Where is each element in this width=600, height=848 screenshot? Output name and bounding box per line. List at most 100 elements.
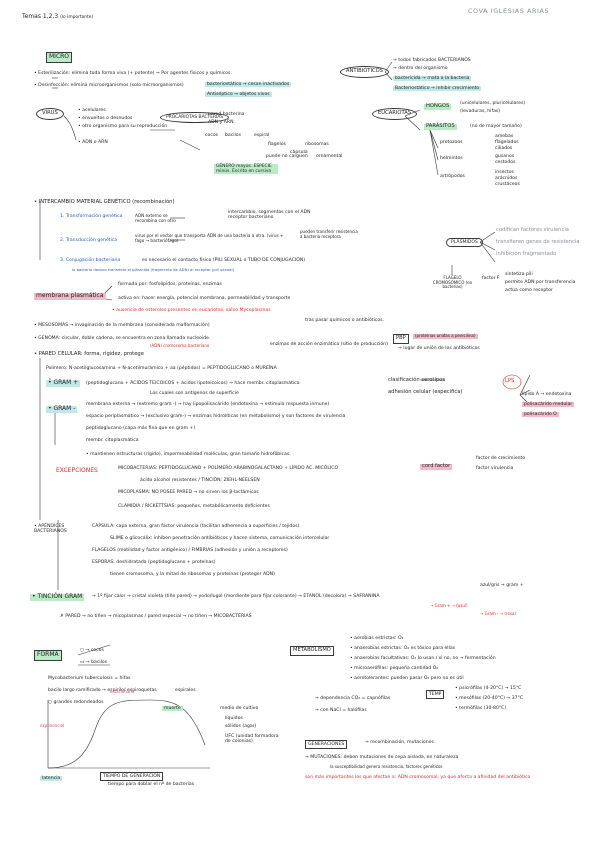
tiempo-generacion-label: TIEMPO DE GENERACIÓN xyxy=(100,772,164,782)
metabolismo-label: METABOLISMO xyxy=(290,646,334,656)
transduccion-result: pueden transferir resistencia a bacteria… xyxy=(300,229,358,239)
generaciones-susceptibilidad: la susceptibilidad genera resistencia, f… xyxy=(330,764,443,769)
generaciones-importantes: son más importantes los que afectan a: A… xyxy=(305,775,531,780)
transformacion-label: 1. Transformación genética xyxy=(60,214,123,219)
curva-estacionaria: estacionaria xyxy=(110,689,135,694)
author-name: COVA IGLESIAS ARIAS xyxy=(468,7,550,15)
page-title: Temas 1,2,3 (lo importante) xyxy=(22,13,94,21)
genoma-text: • GENOMA: circular, doble cadena, se enc… xyxy=(34,336,211,341)
temp-psicrofilas: • psicrófilas (4-20°C) → 15°C xyxy=(455,686,522,691)
metabolismo-anaerobias: • anaerobias estrictas: O₂ es tóxico par… xyxy=(350,646,456,651)
ribosomas-text: ribosomas xyxy=(305,142,329,147)
gram-positive-antigen: Los cuales son antígenos de superficie xyxy=(150,391,239,396)
forma-espirilos: bacilo largo ramificado → espirilo/ espi… xyxy=(48,688,157,693)
polimero-text: Polímero: N-acetilglucosamina + N-acetil… xyxy=(46,366,277,371)
espiral-text: espiral xyxy=(254,133,270,138)
tincion-steps: → 1º fijar calor → cristal violeta (tiñe… xyxy=(92,594,380,599)
metabolismo-co2: → dependencia CO₂ = capnófilas xyxy=(315,696,391,701)
slime-desc: SLIME o glicocálix: inhiben penetración … xyxy=(110,536,330,541)
forma-grandes: ○ grandes redondeados xyxy=(48,700,104,705)
micro-title: MICRO xyxy=(46,52,73,63)
curva-latencia: latencia xyxy=(40,776,63,782)
membrana-activa: activa en: hacer energía, potencial memb… xyxy=(118,296,291,301)
antibioticos-label: ANTIBIÓTICOS xyxy=(340,66,389,78)
genoma-sub: (ADN) cromosoma bacteriano xyxy=(150,343,210,348)
gram-negative-mantienen: • mantienen estructuras (rígido), imperm… xyxy=(86,452,290,457)
factor-f: factor F xyxy=(482,276,500,281)
procariotas-label: PROCARIOTAS BACTERIAS xyxy=(160,112,230,124)
forma-hifas: Mycobacterium tuberculosis = hifas xyxy=(48,676,131,681)
esterilizacion-text: • Esterilización: elimina toda forma viv… xyxy=(34,71,232,76)
generaciones-recombinacion: → recombinación, mutaciones xyxy=(365,740,434,745)
cocos-text: cocos xyxy=(205,133,219,138)
forma-bacilos: ▭ → bacilos xyxy=(80,660,108,665)
conjugacion-label: 3. Conjugación bacteriana xyxy=(60,258,121,263)
antibioticos-line-1: → todos fabricados BACTERIANOS xyxy=(393,58,471,63)
capsula-text: cápsula xyxy=(290,150,308,155)
flagelos-text: flagelos xyxy=(268,142,286,147)
lps-polisacarido: polisacárido O xyxy=(522,412,559,418)
excepciones-label: EXCEPCIONES xyxy=(56,467,98,474)
antibioticos-line-2: → dentro del organismo xyxy=(393,66,448,71)
mesosomas-extra: tras pasar químicos o antibióticos. xyxy=(305,318,385,323)
insectos-text: insectos xyxy=(495,170,514,175)
factor-f-line-1: sintetiza pili xyxy=(505,272,533,277)
gram-negative-membr: membr. citoplasmática xyxy=(86,438,139,443)
hongos-levaduras: (levaduras, hifas) xyxy=(460,109,501,114)
conjugacion-desc: es necesario el contacto físico (PILI SE… xyxy=(142,258,306,263)
lps-label: LPS xyxy=(505,378,515,384)
generaciones-label: GENERACIONES xyxy=(305,740,348,750)
gusanos-text: gusanos xyxy=(495,154,515,159)
plasmidos-line-1: codifican factores virulencia xyxy=(496,227,569,233)
pbp-desc: (proteínas unidas a penicilina) xyxy=(413,333,478,339)
tincion-gram-neg: → Gram - → (rosa) xyxy=(480,611,516,616)
enzimas-text: enzimas de acción enzimática (sitio de p… xyxy=(270,342,388,347)
cestodos-text: cestodos xyxy=(495,160,516,165)
tincion-gram-label: • TINCIÓN GRAM xyxy=(30,593,85,601)
desinfeccion-text: • Desinfección: elimina microorganismos … xyxy=(34,83,184,88)
clamidia-text: CLAMIDIA / RICKETTSIAS: pequeños, metabó… xyxy=(118,504,270,509)
protozoos-text: protozoos xyxy=(440,140,463,145)
forma-espirales: espirales xyxy=(175,688,196,693)
pared-celular-label: • PARED CELULAR: forma, rígidez, protege xyxy=(34,351,144,357)
apendices-label: • APÉNDICES BACTERIANOS xyxy=(34,524,67,535)
puede-text: puede no carguen xyxy=(266,154,308,159)
pbp-label: PBP xyxy=(393,334,409,344)
title-text: Temas 1,2,3 xyxy=(22,13,59,20)
temp-label: TEMP xyxy=(426,690,445,700)
micobacterias-text: MICOBACTERIAS: PEPTIDOGLUCANO + POLÍMERO… xyxy=(118,466,339,471)
bacteriostatico-antibiotico-text: Bacteriostático → inhibir crecimiento xyxy=(393,86,482,92)
lps-medular: polisacárido medular xyxy=(522,402,575,408)
metabolismo-nacl: → con NaCl = halófilas xyxy=(315,708,367,713)
bacteriostatico-text: bacteriostático → cesan inactivados xyxy=(205,82,292,88)
ornamental-text: ornamental xyxy=(316,154,343,159)
membrana-label: membrana plasmática xyxy=(34,292,106,300)
helmintos-text: helmintos xyxy=(440,156,463,161)
membrana-esteroles: • ausencia de esteroles presentes en euc… xyxy=(112,308,271,313)
capsula-desc: CÁPSULA: capa externa, gran factor virul… xyxy=(92,524,300,529)
membrana-formada: formada por: fosfolípidos, proteínas, en… xyxy=(118,282,222,287)
parasitos-note: (no de mayor tamaño) xyxy=(470,124,522,129)
conjugacion-sub: la bacteria dadora transmite el plásmido… xyxy=(72,267,234,272)
tincion-azul-gris: azul/gris → gram + xyxy=(480,583,524,588)
virus-label: VIRUS xyxy=(36,108,64,120)
gram-negative-espacio: espacio periplasmático → (exclusivo gram… xyxy=(86,414,346,419)
factor-f-line-3: actúa como receptor xyxy=(505,288,553,293)
gram-positive-adhesion: adhesión celular (específica) xyxy=(388,389,463,395)
parasitos-label: PARÁSITOS xyxy=(424,123,457,130)
medio-cultivo-label: medio de cultivo xyxy=(220,706,259,711)
adn-arn-text: ADN y ARN xyxy=(208,120,234,125)
subtitle-text: (lo importante) xyxy=(60,15,94,20)
ciliados-text: ciliados xyxy=(495,146,513,151)
micoplasma-text: MICOPLASMA: NO POSEE PARED → no sirven l… xyxy=(118,490,259,495)
transduccion-desc: virus por el vector que transporta ADN d… xyxy=(135,233,284,243)
gram-negative-peptidoglucano: peptidoglucano (capa más fina que en gra… xyxy=(86,426,196,431)
aracnidos-text: arácnidos xyxy=(495,176,518,181)
gram-positive-label: • GRAM + xyxy=(46,379,81,387)
artropodos-text: artrópodos xyxy=(440,174,465,179)
plasmidos-line-3: inhibición fragmentado xyxy=(496,251,557,257)
curva-exponencial: exponencial xyxy=(40,723,65,728)
bacilos-text: bacilos xyxy=(225,133,242,138)
transformacion-desc: ADN externo se recombina con otro xyxy=(135,213,176,223)
medio-liquidos: líquidos xyxy=(225,716,243,721)
